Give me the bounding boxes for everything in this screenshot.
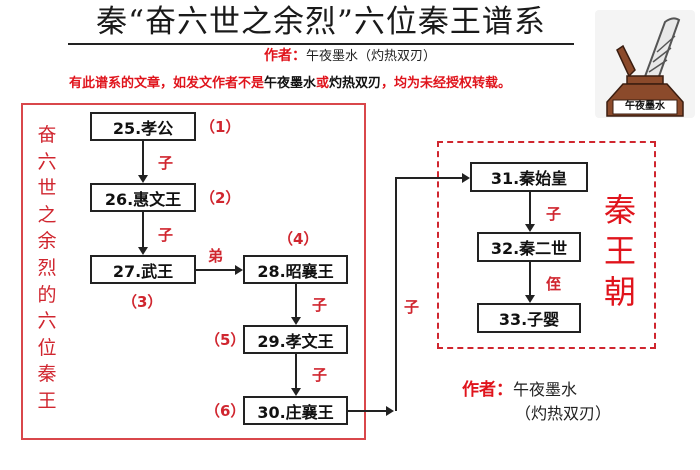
arrow-right-icon [462, 173, 470, 183]
edge-relation-label: 子 [546, 205, 562, 223]
byline-label: 作者： [263, 48, 306, 64]
node-29-index: （5） [205, 331, 246, 349]
edge-line [395, 177, 397, 411]
node-30: 30.庄襄王 [243, 396, 348, 425]
edge-relation-label: 子 [312, 366, 328, 384]
node-31: 31.秦始皇 [470, 162, 588, 192]
qin-dynasty-vertical-label: 秦 王 朝 [600, 190, 640, 313]
edge-line [529, 192, 531, 224]
footer-author-alias: （灼热双刃） [515, 404, 612, 423]
byline: 作者：午夜墨水（灼热双刃） [220, 46, 480, 66]
notice-or: 或 [315, 76, 329, 91]
logo-label: 午夜墨水 [625, 101, 665, 112]
arrow-right-icon [386, 406, 394, 416]
edge-relation-label: 子 [312, 296, 328, 314]
vlabel-char: 六 [37, 310, 57, 333]
arrow-down-icon [525, 295, 535, 303]
node-27-index: （3） [122, 293, 163, 311]
vlabel-char: 六 [37, 150, 57, 173]
node-30-index: （6） [205, 402, 246, 420]
node-25: 25.孝公 [90, 112, 196, 141]
node-32: 32.秦二世 [477, 232, 581, 262]
vlabel-char: 位 [37, 336, 57, 359]
footer-author: 作者：午夜墨水 （灼热双刃） [462, 378, 662, 426]
edge-relation-label: 弟 [208, 247, 224, 265]
edge-line [142, 212, 144, 247]
vlabel-char: 王 [603, 232, 636, 270]
vlabel-char: 秦 [603, 191, 636, 229]
vlabel-char: 王 [37, 389, 57, 412]
node-28-index: （4） [278, 230, 319, 248]
node-28: 28.昭襄王 [243, 255, 348, 284]
vlabel-char: 烈 [37, 256, 57, 279]
arrow-down-icon [138, 247, 148, 255]
node-33: 33.子婴 [477, 303, 581, 333]
notice-name-1: 午夜墨水 [263, 76, 316, 91]
edge-line [395, 177, 462, 179]
footer-author-name: 午夜墨水 [513, 380, 578, 399]
notice-text-1: 有此谱系的文章，如发文作者不是 [68, 76, 264, 91]
edge-relation-label: 子 [158, 226, 174, 244]
node-26-index: （2） [200, 189, 241, 207]
edge-relation-label: 侄 [546, 275, 562, 293]
arrow-down-icon [138, 175, 148, 183]
qin-dynasty-frame [437, 141, 656, 349]
notice-name-2: 灼热双刃 [329, 76, 382, 91]
edge-relation-label: 子 [404, 298, 420, 316]
ink-bottle-quill-icon: 午夜墨水 [595, 10, 695, 118]
notice-text-2: ，均为未经授权转载。 [381, 76, 512, 91]
vlabel-char: 奋 [37, 124, 57, 146]
vlabel-char: 秦 [37, 363, 57, 386]
edge-line [295, 354, 297, 388]
edge-line [348, 410, 386, 412]
arrow-right-icon [235, 265, 243, 275]
six-kings-frame [21, 103, 366, 440]
vlabel-char: 的 [37, 283, 57, 306]
six-kings-vertical-label: 奋 六 世 之 余 烈 的 六 位 秦 王 [34, 122, 60, 415]
arrow-down-icon [291, 317, 301, 325]
edge-line [142, 141, 144, 176]
vlabel-char: 余 [37, 230, 57, 253]
copyright-notice: 有此谱系的文章，如发文作者不是午夜墨水或灼热双刃，均为未经授权转载。 [30, 74, 550, 94]
vlabel-char: 世 [37, 177, 57, 200]
node-26: 26.惠文王 [90, 183, 196, 212]
arrow-down-icon [525, 224, 535, 232]
arrow-down-icon [291, 388, 301, 396]
title-underline [68, 43, 574, 45]
node-25-index: （1） [200, 118, 241, 136]
edge-line [529, 262, 531, 295]
edge-line [196, 269, 235, 271]
node-27: 27.武王 [90, 255, 196, 284]
vlabel-char: 朝 [603, 273, 636, 311]
vlabel-char: 之 [37, 203, 57, 226]
page-title: 秦“奋六世之余烈”六位秦王谱系 [96, 4, 546, 40]
byline-value: 午夜墨水（灼热双刃） [305, 49, 436, 64]
footer-author-label: 作者： [462, 380, 513, 400]
node-29: 29.孝文王 [243, 325, 348, 354]
edge-relation-label: 子 [158, 154, 174, 172]
edge-line [295, 284, 297, 317]
